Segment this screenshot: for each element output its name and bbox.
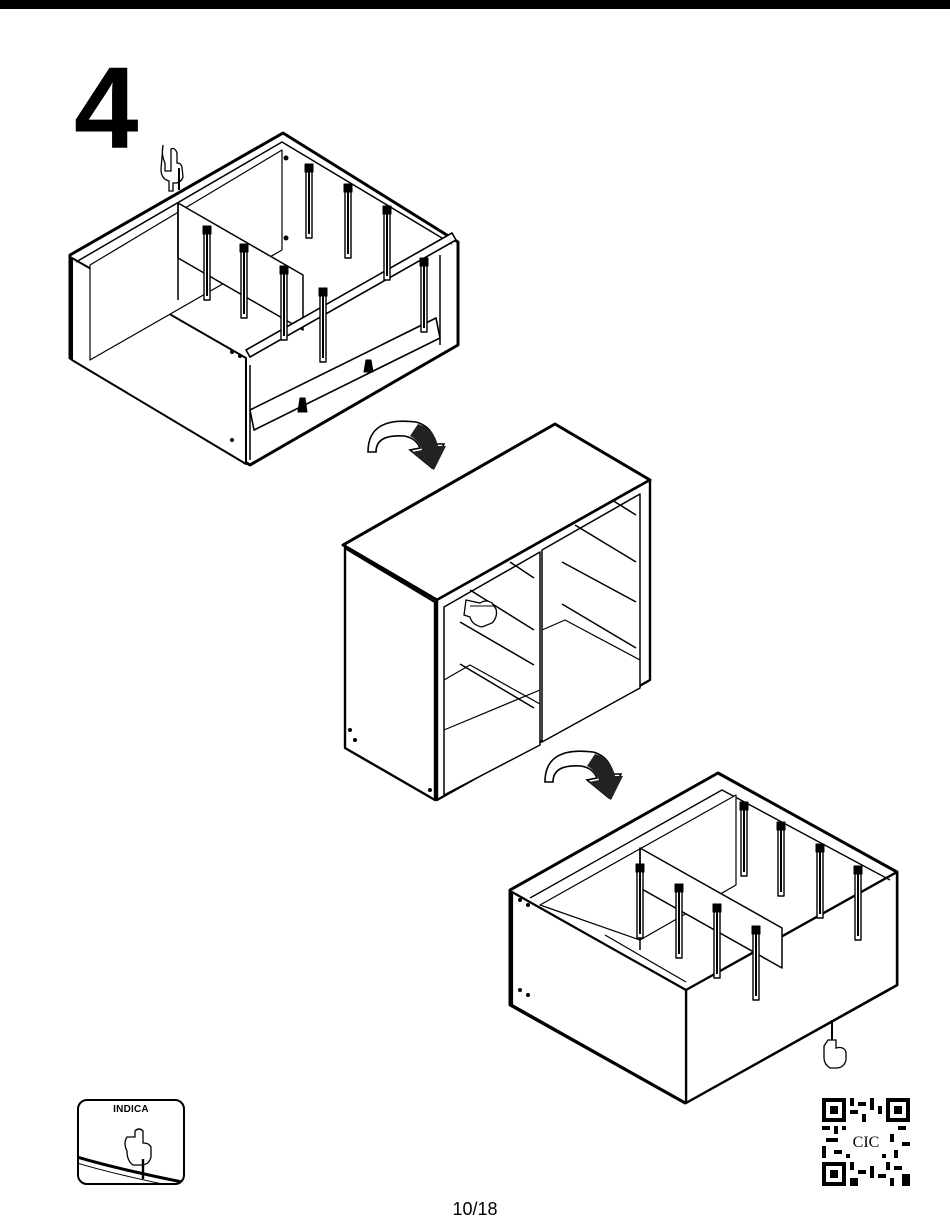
rotate-arrow-icon [545, 751, 623, 800]
page-number: 10/18 [0, 1199, 950, 1220]
hand-pointing-up-icon [824, 1020, 846, 1068]
cabinet-upside-down [70, 133, 458, 465]
hand-pointing-down-icon [161, 145, 183, 191]
qr-code: CIC [822, 1098, 910, 1186]
hand-indicator-icon [79, 1101, 185, 1185]
indica-legend: INDICA [77, 1099, 185, 1185]
qr-code-label: CIC [853, 1134, 880, 1151]
rotate-arrow-icon [368, 421, 446, 470]
